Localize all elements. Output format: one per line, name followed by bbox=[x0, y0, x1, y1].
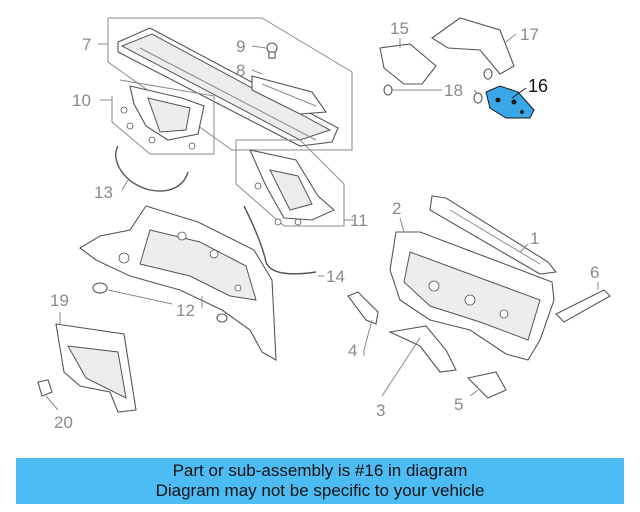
dash-panel bbox=[79, 205, 277, 361]
callout-19: 19 bbox=[50, 291, 69, 310]
callout-20: 20 bbox=[54, 413, 73, 432]
callout-9: 9 bbox=[236, 37, 245, 56]
banner-line-2: Diagram may not be specific to your vehi… bbox=[155, 481, 485, 500]
grommets-18 bbox=[383, 68, 493, 104]
callout-1: 1 bbox=[530, 229, 539, 248]
cowl-top-panel bbox=[117, 27, 339, 147]
cowl-vent-grille-8 bbox=[251, 75, 328, 115]
callout-11: 11 bbox=[350, 211, 368, 230]
insulator-bracket-10 bbox=[120, 85, 205, 150]
parts-diagram: 7 9 8 10 13 11 14 12 19 20 15 17 18 2 1 … bbox=[37, 17, 611, 432]
callout-labels: 7 9 8 10 13 11 14 12 19 20 15 17 18 2 1 … bbox=[50, 19, 599, 432]
bracket-15 bbox=[379, 38, 437, 85]
callout-18: 18 bbox=[444, 81, 463, 100]
seal-strip-13 bbox=[115, 145, 189, 192]
clip-12 bbox=[92, 282, 228, 323]
clip-9 bbox=[266, 42, 278, 59]
bracket-17 bbox=[431, 17, 517, 75]
inner-panel-frame-11 bbox=[235, 139, 345, 227]
callout-6: 6 bbox=[590, 263, 599, 282]
highlighted-part-16[interactable] bbox=[485, 85, 535, 119]
callout-4: 4 bbox=[348, 341, 357, 360]
bracket-20 bbox=[37, 379, 59, 411]
info-banner: Part or sub-assembly is #16 in diagram D… bbox=[16, 458, 624, 504]
callout-16: 16 bbox=[528, 76, 548, 96]
cowl-lower-panel-2 bbox=[389, 217, 555, 361]
callout-leaders bbox=[98, 43, 354, 277]
inner-panel-11 bbox=[249, 149, 336, 226]
callout-2: 2 bbox=[392, 199, 401, 218]
callout-5: 5 bbox=[454, 395, 463, 414]
bracket-group-frame-10 bbox=[111, 79, 215, 155]
leaders-3-4-5 bbox=[363, 319, 479, 397]
callout-7: 7 bbox=[82, 35, 91, 54]
callout-3: 3 bbox=[376, 401, 385, 420]
callout-12: 12 bbox=[176, 301, 195, 320]
callout-15: 15 bbox=[390, 19, 409, 38]
bracket-6 bbox=[555, 282, 611, 323]
banner-line-1: Part or sub-assembly is #16 in diagram bbox=[172, 461, 468, 480]
cable-14 bbox=[243, 205, 317, 275]
callout-14: 14 bbox=[326, 267, 345, 286]
bracket-4 bbox=[347, 291, 379, 325]
callout-17: 17 bbox=[520, 25, 539, 44]
callout-13: 13 bbox=[94, 183, 113, 202]
cowl-upper-panel-1 bbox=[429, 195, 558, 275]
cowl-top-group-frame bbox=[107, 17, 353, 151]
bracket-3 bbox=[388, 325, 457, 373]
bracket-5 bbox=[466, 371, 507, 399]
callout-8: 8 bbox=[236, 61, 245, 80]
callout-10: 10 bbox=[72, 91, 91, 110]
side-panel-19 bbox=[55, 312, 137, 413]
